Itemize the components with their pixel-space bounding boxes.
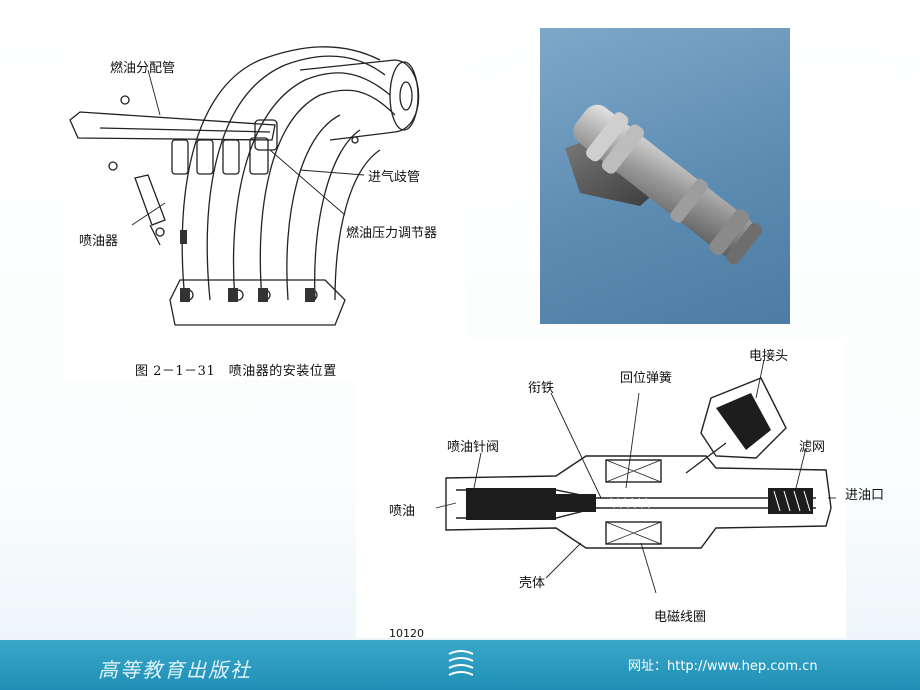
injector-render (540, 28, 790, 324)
label-return-spring: 回位弹簧 (620, 371, 673, 386)
label-pressure-regulator: 燃油压力调节器 (346, 226, 438, 241)
injector-render-image (565, 104, 763, 265)
label-intake-manifold: 进气歧管 (368, 170, 421, 185)
footer-bar: 高等教育出版社 网址：http://www.hep.com.cn (0, 640, 920, 690)
page-number: 10120 (389, 627, 424, 640)
label-spray: 喷油 (389, 504, 416, 519)
label-housing: 壳体 (519, 576, 546, 591)
manifold-figure (64, 20, 466, 380)
figure-caption: 图 2－1－31 喷油器的安装位置 (135, 364, 337, 379)
label-filter: 滤网 (799, 440, 826, 455)
injector-cross-section (356, 338, 846, 638)
label-inlet: 进油口 (845, 488, 885, 503)
label-fuel-rail: 燃油分配管 (110, 61, 176, 76)
label-coil: 电磁线圈 (654, 610, 707, 625)
label-injector: 喷油器 (79, 234, 119, 249)
website-link[interactable]: 网址：http://www.hep.com.cn (628, 659, 818, 674)
publisher-name: 高等教育出版社 (98, 658, 252, 682)
publisher-logo-icon (448, 650, 474, 676)
label-armature: 衔铁 (528, 381, 555, 396)
label-needle-valve: 喷油针阀 (447, 440, 500, 455)
cross-section-drawing (435, 359, 836, 594)
label-connector: 电接头 (749, 349, 789, 364)
